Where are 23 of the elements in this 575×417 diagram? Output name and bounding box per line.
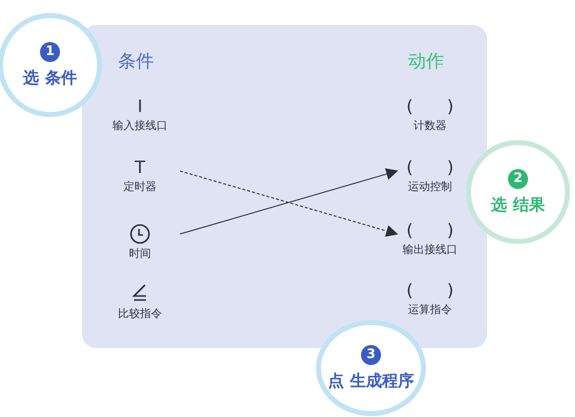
step-label: 点 生成程序 [328,370,414,392]
option-label: 输入接线口 [112,118,168,134]
step-number: 3 [361,344,381,364]
column-heading: 条件 [118,50,154,73]
step-number: 2 [508,168,528,188]
option-symbol: T [134,157,146,179]
step-number: 1 [40,42,60,62]
option-symbol: ( ) [406,96,454,118]
column-heading: 动作 [408,50,444,73]
option-label: 定时器 [124,179,156,195]
option-symbol: ( ) [406,157,454,179]
step-label: 选 条件 [23,68,77,88]
option-label: 时间 [129,246,151,262]
option-label: 运动控制 [408,179,452,195]
panel-background [82,25,487,348]
option-label: 输出接线口 [402,242,458,258]
option-label: 比较指令 [118,306,162,322]
step-label: 选 结果 [491,194,545,216]
option-symbol: ( ) [406,280,454,302]
option-symbol: ( ) [406,220,454,242]
option-label: 运算指令 [408,302,452,318]
option-symbol: I [137,96,142,118]
option-label: 计数器 [414,118,446,134]
